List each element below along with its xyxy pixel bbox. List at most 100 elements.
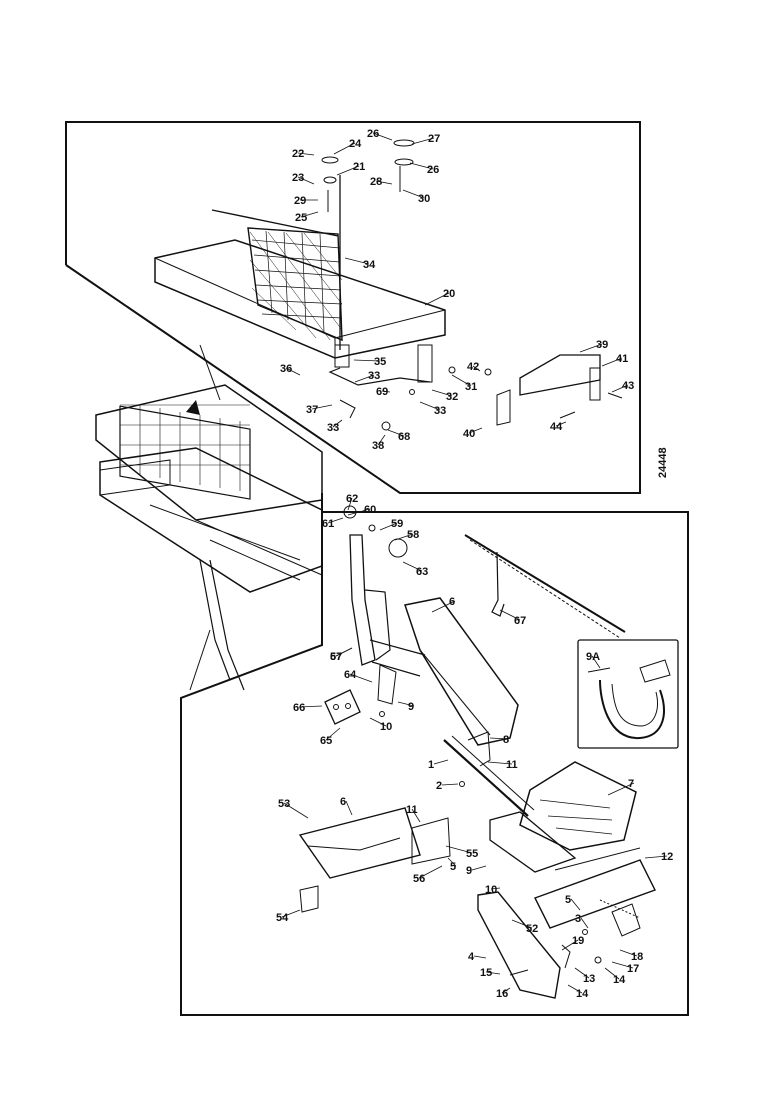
callout-c9A: 9A <box>586 651 600 663</box>
callout-c13: 13 <box>583 973 595 985</box>
callout-c18: 18 <box>631 951 643 963</box>
leader-line-c63 <box>402 561 423 572</box>
leader-line-c21 <box>336 165 360 176</box>
leader-line-c6a <box>431 600 456 613</box>
leader-line-c9A <box>591 655 601 669</box>
leader-line-c20 <box>424 292 450 306</box>
callout-c69: 69 <box>376 386 388 398</box>
callout-c36: 36 <box>280 363 292 375</box>
leader-line-c44 <box>555 421 567 427</box>
leader-line-c55 <box>445 845 473 854</box>
leader-line-c14a <box>567 984 583 994</box>
leader-line-c25 <box>300 211 319 218</box>
callout-c6a: 6 <box>449 596 455 608</box>
lower-panel-frame <box>180 493 689 1016</box>
callout-c62: 62 <box>346 493 358 505</box>
leader-line-c14b <box>604 967 620 980</box>
leader-line-c5b <box>447 857 457 867</box>
callout-c58: 58 <box>407 529 419 541</box>
callout-c11b: 11 <box>406 804 418 816</box>
callout-c1: 1 <box>428 759 434 771</box>
seat-cushion <box>489 761 637 873</box>
callout-c37: 37 <box>306 404 318 416</box>
callout-c29: 29 <box>294 195 306 207</box>
leader-line-c33b <box>419 401 441 411</box>
callout-c30: 30 <box>418 193 430 205</box>
leader-line-c26b <box>409 162 434 170</box>
leader-line-c61 <box>327 517 344 524</box>
callout-c28: 28 <box>370 176 382 188</box>
leader-line-c56 <box>418 865 443 879</box>
callout-c17: 17 <box>627 963 639 975</box>
leader-line-c19 <box>561 939 579 951</box>
callout-c16: 16 <box>496 988 508 1000</box>
callout-c68a: 68 <box>398 431 410 443</box>
leader-line-c5a <box>570 898 581 911</box>
leader-line-c68a <box>387 429 405 437</box>
leader-line-c10b <box>490 887 501 890</box>
leader-line-c59 <box>379 522 398 531</box>
callout-c65: 65 <box>320 735 332 747</box>
callout-c66: 66 <box>293 702 305 714</box>
callout-c67b: 67 <box>514 615 526 627</box>
callout-c24: 24 <box>349 138 362 150</box>
callout-c21: 21 <box>353 161 365 173</box>
callout-c52: 52 <box>526 923 538 935</box>
callout-c9b: 9 <box>466 865 472 877</box>
callout-c32: 32 <box>446 391 458 403</box>
leader-line-c62 <box>347 497 353 511</box>
callout-c39: 39 <box>596 339 608 351</box>
leader-line-c65 <box>325 727 341 741</box>
seat-rail-track <box>443 731 535 817</box>
leader-line-c6b <box>345 800 353 816</box>
callout-c5b: 5 <box>450 861 456 873</box>
callout-c8: 8 <box>503 734 509 746</box>
callout-c33c: 33 <box>327 422 339 434</box>
leader-line-c9b <box>471 865 487 871</box>
vehicle-overview <box>95 384 323 691</box>
callout-c15: 15 <box>480 967 492 979</box>
cargo-net <box>211 209 343 342</box>
callout-c26b: 26 <box>427 164 439 176</box>
leader-line-c54 <box>281 909 301 918</box>
leader-line-c38 <box>377 434 386 446</box>
leader-line-c28 <box>375 180 393 185</box>
callout-c14a: 14 <box>576 988 589 1000</box>
leader-line-c11b <box>411 808 421 823</box>
callout-c34: 34 <box>363 259 376 271</box>
leader-line-c2 <box>441 783 459 786</box>
leader-line-c69 <box>381 390 391 393</box>
callout-c43: 43 <box>622 380 634 392</box>
callout-c25: 25 <box>295 212 307 224</box>
leader-line-c34 <box>344 257 370 265</box>
callout-c2: 2 <box>436 780 442 792</box>
leader-line-c23 <box>297 176 315 185</box>
callout-c22: 22 <box>292 148 304 160</box>
leader-line-c11a <box>487 761 513 765</box>
leader-line-c58 <box>394 533 414 541</box>
drawing-number: 24448 <box>657 447 669 478</box>
leader-line-c39 <box>579 343 603 353</box>
callout-c26a: 26 <box>367 128 379 140</box>
callout-c33b: 33 <box>434 405 446 417</box>
side-bracket <box>484 354 623 426</box>
leader-line-c67a <box>335 647 353 657</box>
callout-c12: 12 <box>661 851 673 863</box>
leader-line-c24 <box>333 142 356 155</box>
callout-c59: 59 <box>391 518 403 530</box>
arrow-upper-panel <box>186 400 200 415</box>
leader-line-c64 <box>349 673 373 683</box>
leader-line-c41 <box>601 357 623 367</box>
callout-c23: 23 <box>292 172 304 184</box>
leader-line-c67b <box>499 609 521 621</box>
callout-c40: 40 <box>463 428 475 440</box>
callout-c54: 54 <box>276 912 289 924</box>
seat-backrest <box>369 597 519 746</box>
leader-line-c15 <box>485 971 501 975</box>
leader-line-c40 <box>468 427 483 434</box>
leader-line-c10a <box>369 717 387 727</box>
callout-c63: 63 <box>416 566 428 578</box>
